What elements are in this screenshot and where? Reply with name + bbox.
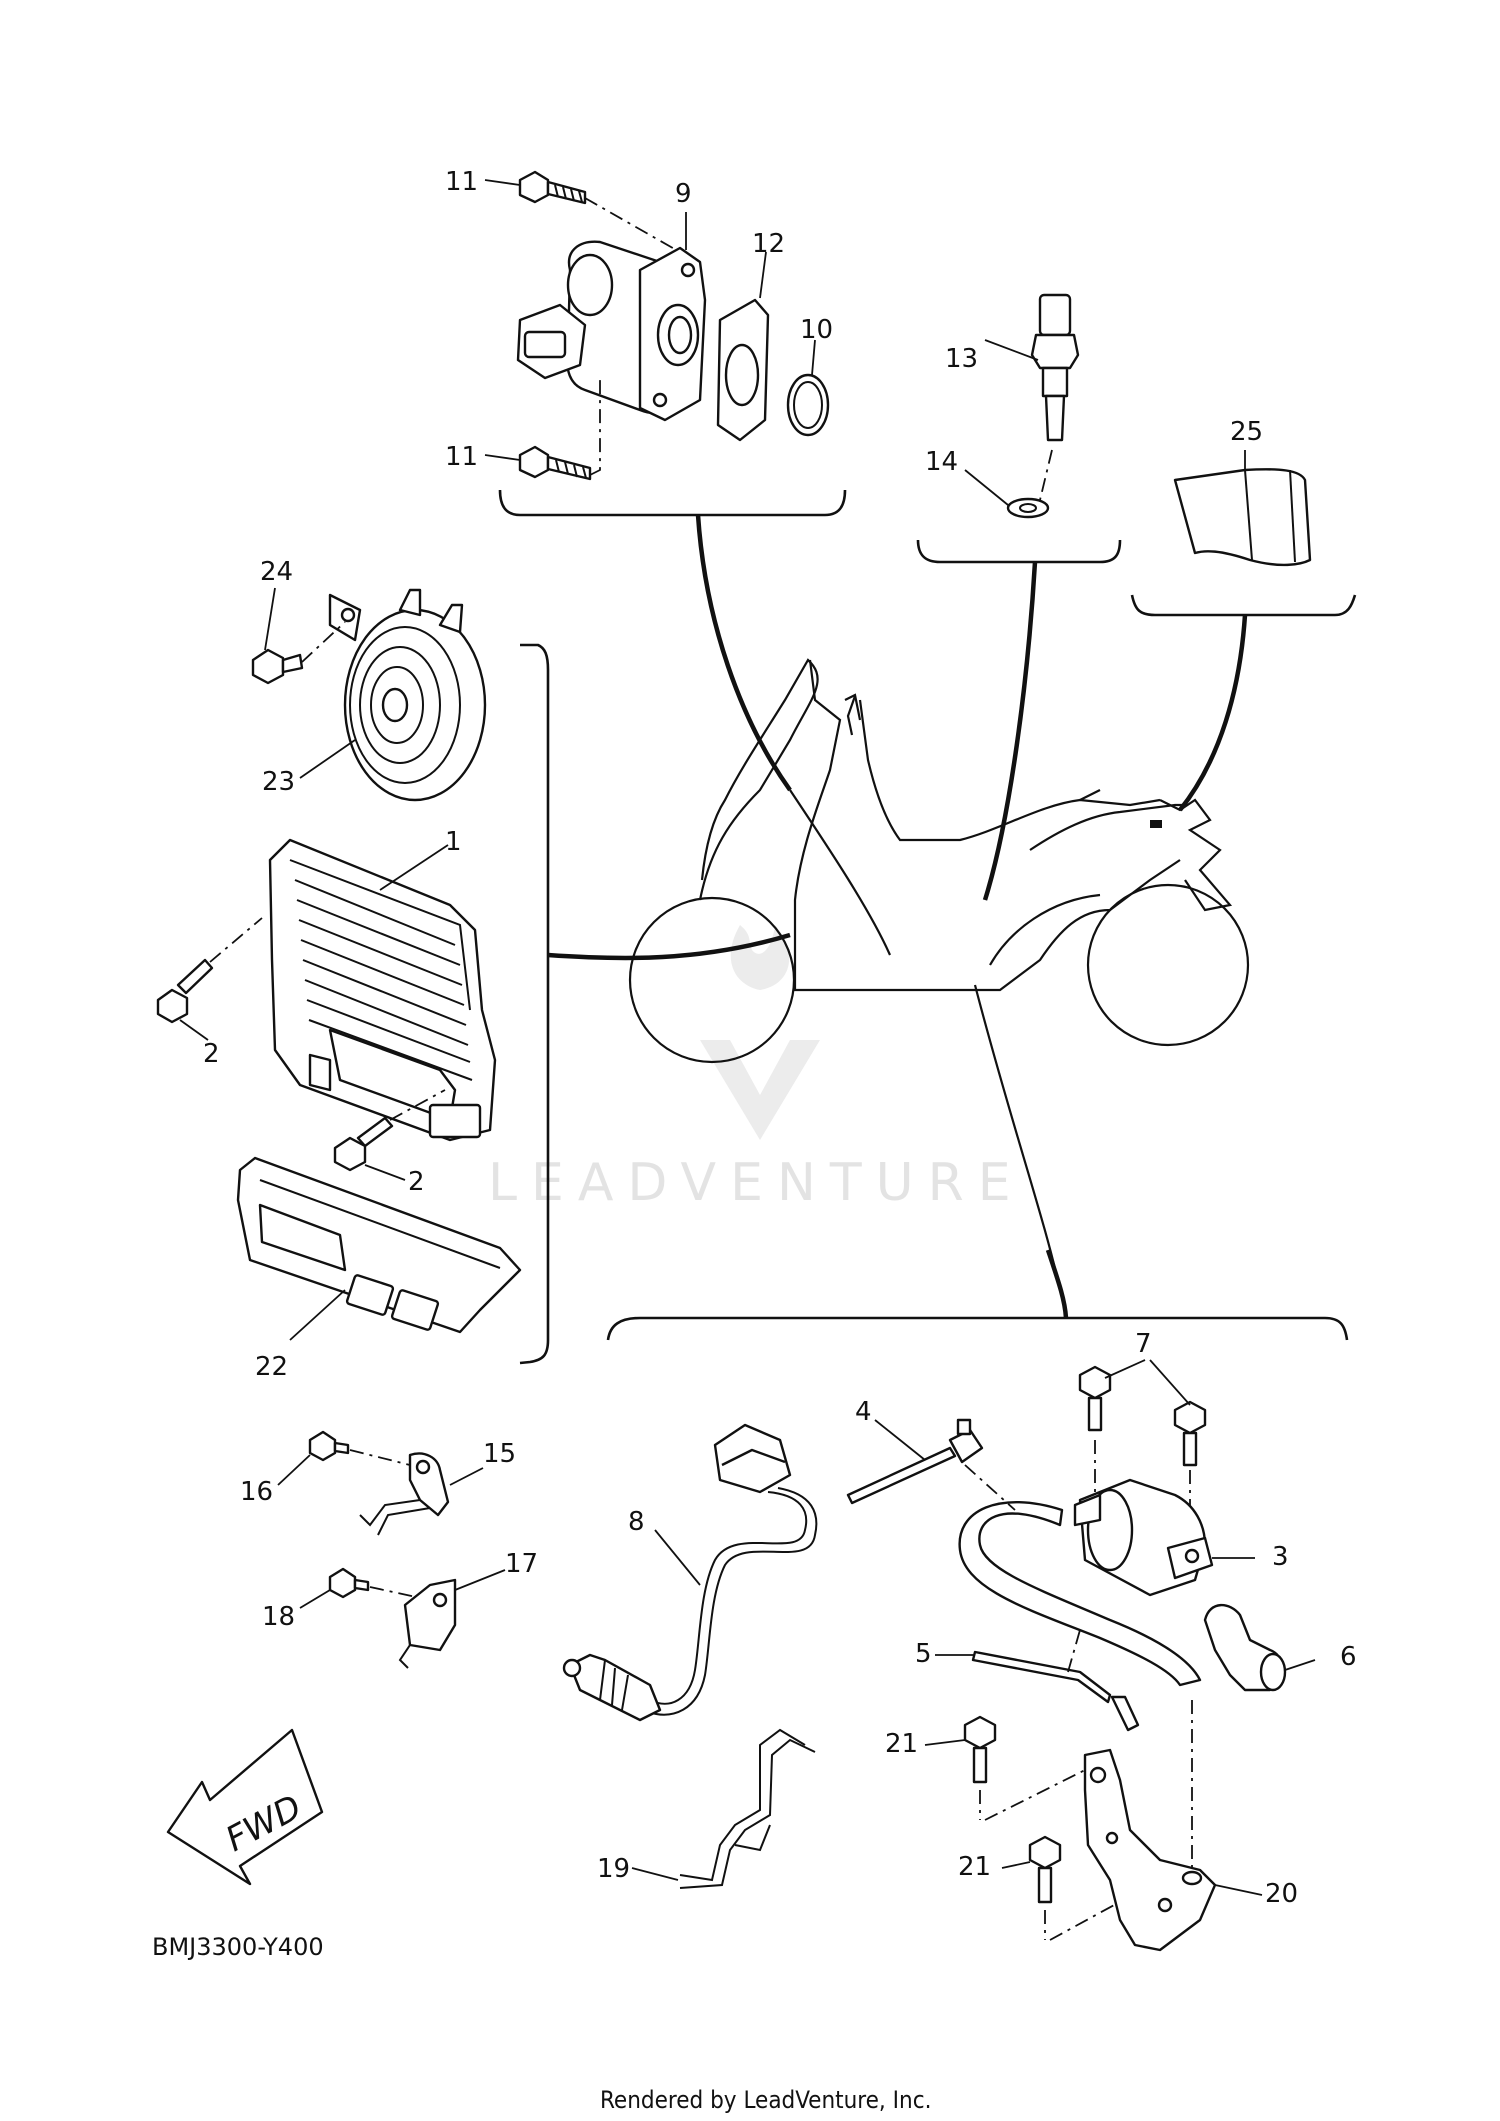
callout-16: 16: [240, 1477, 273, 1507]
callout-2-left: 2: [203, 1039, 220, 1069]
part-25-pad: [1173, 450, 1312, 567]
callout-6: 6: [1340, 1642, 1357, 1672]
callout-9: 9: [675, 179, 692, 209]
callout-18: 18: [262, 1602, 295, 1632]
callout-21-bottom: 21: [958, 1852, 991, 1882]
callout-24: 24: [260, 557, 293, 587]
callout-2-right: 2: [408, 1167, 425, 1197]
callout-25: 25: [1230, 417, 1263, 447]
callout-14: 14: [925, 447, 958, 477]
watermark-logo-icon: [700, 1040, 820, 1140]
callout-labels: 11 9 12 10 11 13 14 25 24 23 1 2 2 22 7 …: [203, 167, 1357, 1909]
callout-11-top: 11: [445, 167, 478, 197]
coil-bracket: [924, 1700, 1263, 1952]
solenoid-assembly: [484, 170, 830, 481]
watermark-text: LEADVENTURE: [488, 1153, 1025, 1213]
footer-credit: Rendered by LeadVenture, Inc.: [600, 2086, 931, 2114]
o2-sensor: [562, 1423, 818, 1889]
callout-22: 22: [255, 1352, 288, 1382]
callout-13: 13: [945, 344, 978, 374]
watermark: LEADVENTURE: [488, 925, 1025, 1213]
callout-7: 7: [1135, 1329, 1152, 1359]
callout-4: 4: [855, 1397, 872, 1427]
callout-20: 20: [1265, 1879, 1298, 1909]
callout-10: 10: [800, 315, 833, 345]
callout-21-top: 21: [885, 1729, 918, 1759]
diagram-code: BMJ3300-Y400: [152, 1933, 324, 1961]
callout-19: 19: [597, 1854, 630, 1884]
callout-23: 23: [262, 767, 295, 797]
bolt-11-bottom: [518, 445, 592, 481]
scooter-outline: [628, 658, 1250, 1064]
small-brackets: [277, 1430, 506, 1669]
fwd-arrow-icon: FWD: [166, 1728, 324, 1886]
callout-12: 12: [752, 229, 785, 259]
temperature-sensor: [964, 293, 1080, 519]
callout-15: 15: [483, 1439, 516, 1469]
horn-assembly: [251, 587, 487, 802]
callout-11-bottom: 11: [445, 442, 478, 472]
callout-8: 8: [628, 1507, 645, 1537]
bolt-11-top: [518, 170, 587, 205]
callout-1: 1: [445, 827, 462, 857]
ignition-coil-assembly: [846, 1359, 1316, 1732]
ecu-assembly: [156, 838, 522, 1341]
callout-17: 17: [505, 1549, 538, 1579]
callout-5: 5: [915, 1639, 932, 1669]
callout-3: 3: [1272, 1542, 1289, 1572]
group-brackets: [498, 489, 1357, 1365]
